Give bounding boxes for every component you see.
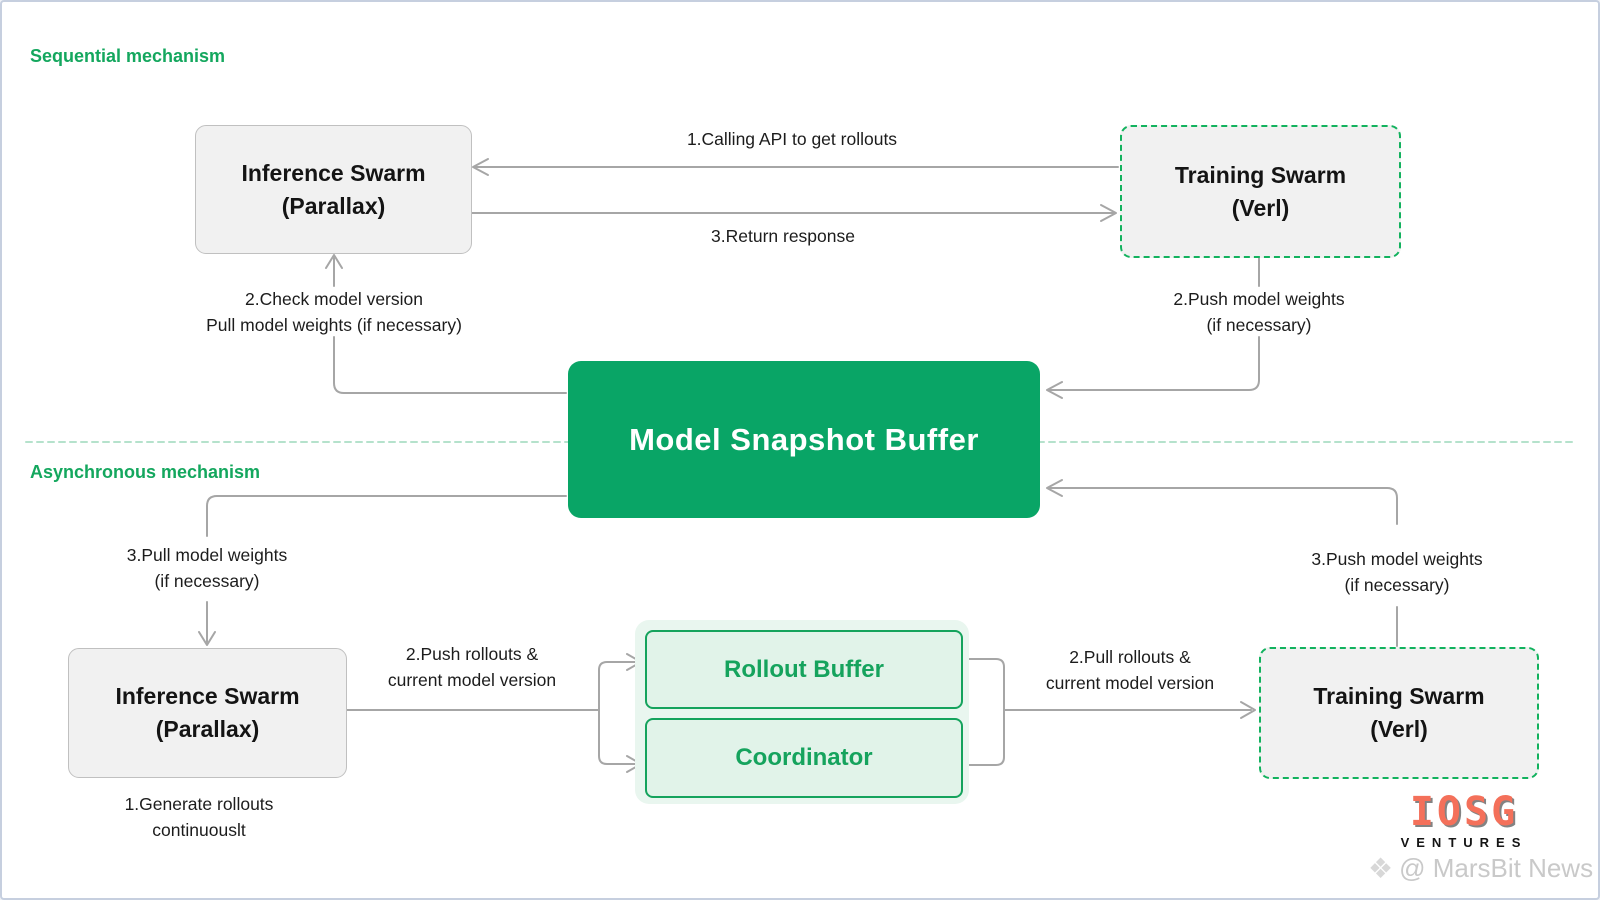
iosg-logo: IOSG VENTURES — [1389, 792, 1539, 850]
async-pull-rollouts-label: 2.Pull rollouts & current model version — [1046, 644, 1214, 696]
seq-training-swarm-label-line2: (Verl) — [1231, 194, 1290, 221]
model-snapshot-buffer-label: Model Snapshot Buffer — [629, 421, 979, 457]
rollout-buffer-label: Rollout Buffer — [724, 655, 884, 683]
marsbit-watermark-text: @ MarsBit News — [1399, 853, 1594, 883]
async-training-swarm-label-line1: Training Swarm — [1313, 683, 1485, 709]
async-inference-swarm-label-line2: (Parallax) — [155, 716, 260, 742]
async-pull-rollouts-head-icon — [1240, 701, 1256, 719]
async-pull-rollouts-label-line1: 2.Pull rollouts & — [1069, 647, 1191, 667]
seq-check-version-label-line2: Pull model weights (if necessary) — [206, 315, 462, 335]
async-generate-rollouts-label-line2: continuouslt — [152, 820, 246, 840]
async-pull-rollouts-join-bottom — [959, 709, 1005, 766]
return-response-label: 3.Return response — [711, 226, 855, 246]
async-inference-swarm-label-line1: Inference Swarm — [115, 683, 300, 709]
async-training-swarm-node: Training Swarm (Verl) — [1259, 647, 1539, 779]
async-push-rollouts-label: 2.Push rollouts & current model version — [388, 641, 556, 693]
async-push-weights-label: 3.Push model weights (if necessary) — [1311, 546, 1482, 598]
calling-api-label: 1.Calling API to get rollouts — [686, 129, 898, 149]
async-push-weights-stem-top — [1048, 487, 1398, 525]
seq-check-version-label-line1: 2.Check model version — [244, 289, 423, 309]
seq-check-version-label: 2.Check model version Pull model weights… — [206, 286, 462, 338]
seq-check-version-arrowhead-icon — [325, 254, 343, 269]
seq-check-version-stem-bottom — [333, 336, 567, 394]
asynchronous-section-title: Asynchronous mechanism — [30, 462, 261, 482]
async-pull-rollouts-label-line2: current model version — [1045, 673, 1215, 693]
async-pull-weights-label: 3.Pull model weights (if necessary) — [127, 542, 288, 594]
iosg-logo-wordmark: IOSG — [1409, 789, 1519, 835]
model-snapshot-buffer-node: Model Snapshot Buffer — [568, 361, 1040, 518]
coordinator-node: Coordinator — [645, 718, 963, 798]
async-pull-weights-label-line2: (if necessary) — [154, 571, 260, 591]
seq-training-swarm-label-line1: Training Swarm — [1174, 161, 1347, 188]
marsbit-diamond-icon: ❖ — [1368, 853, 1394, 884]
async-push-rollouts-branch-top — [598, 661, 637, 711]
async-pull-weights-stem-top — [206, 495, 567, 537]
async-push-weights-arrowhead-icon — [1046, 479, 1063, 497]
async-push-weights-label-line1: 3.Push model weights — [1311, 549, 1483, 569]
rollout-buffer-node: Rollout Buffer — [645, 630, 963, 709]
async-pull-rollouts-join-top — [959, 658, 1005, 711]
async-pull-weights-arrowhead-icon — [198, 631, 216, 646]
seq-push-weights-label-line2: (if necessary) — [1206, 315, 1312, 335]
iosg-logo-subtitle: VENTURES — [1400, 835, 1528, 850]
async-push-rollouts-label-line2: current model version — [387, 670, 557, 690]
async-push-weights-label-line2: (if necessary) — [1344, 575, 1450, 595]
seq-training-swarm-node: Training Swarm (Verl) — [1120, 125, 1401, 258]
seq-push-weights-label-line1: 2.Push model weights — [1173, 289, 1345, 309]
marsbit-watermark: ❖ @ MarsBit News — [1368, 852, 1593, 885]
seq-inference-swarm-node: Inference Swarm (Parallax) — [195, 125, 472, 254]
async-generate-rollouts-label-line1: 1.Generate rollouts — [124, 794, 274, 814]
coordinator-label: Coordinator — [735, 744, 873, 771]
seq-push-weights-stem-bottom — [1048, 336, 1260, 391]
sequential-section-title: Sequential mechanism — [30, 46, 226, 66]
arrow-calling-api-head-icon — [472, 158, 489, 176]
async-push-rollouts-branch-bottom — [598, 709, 637, 765]
seq-inference-swarm-label-line1: Inference Swarm — [241, 159, 426, 186]
async-generate-rollouts-label: 1.Generate rollouts continuouslt — [125, 791, 274, 843]
seq-push-weights-arrowhead-icon — [1046, 381, 1063, 399]
seq-inference-swarm-label-line2: (Parallax) — [281, 192, 386, 219]
arrow-return-response-head-icon — [1100, 204, 1117, 222]
async-push-rollouts-label-line1: 2.Push rollouts & — [405, 644, 539, 664]
seq-push-weights-label: 2.Push model weights (if necessary) — [1173, 286, 1344, 338]
async-inference-swarm-node: Inference Swarm (Parallax) — [68, 648, 347, 778]
async-training-swarm-label-line2: (Verl) — [1370, 716, 1428, 742]
async-pull-weights-label-line1: 3.Pull model weights — [126, 545, 288, 565]
